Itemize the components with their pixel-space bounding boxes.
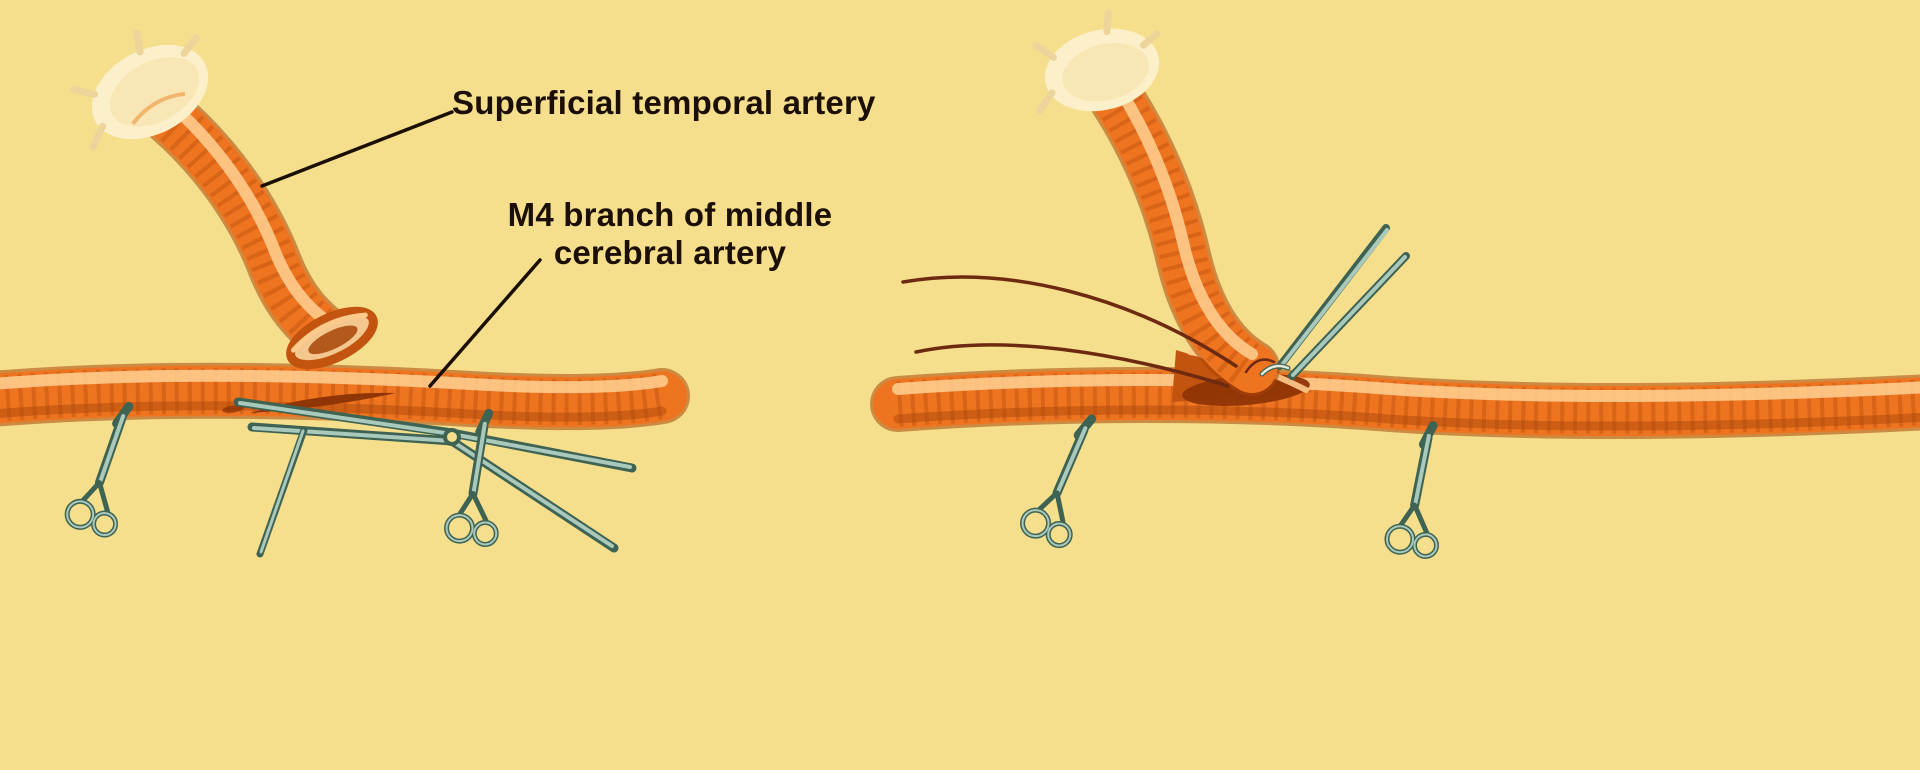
suture-needle-icon bbox=[256, 426, 308, 558]
mca-vessel-right bbox=[870, 367, 1920, 439]
mca-vessel-left bbox=[0, 362, 690, 431]
left-panel bbox=[0, 29, 690, 558]
leader-line-m4 bbox=[428, 258, 542, 388]
temporary-clip bbox=[1379, 426, 1442, 559]
sta-cut-end bbox=[286, 306, 378, 370]
suture-threads bbox=[901, 275, 1276, 388]
temporary-clip bbox=[1020, 411, 1092, 547]
label-m4-branch: M4 branch of middle cerebral artery bbox=[480, 196, 860, 273]
sta-artery-left bbox=[118, 70, 356, 364]
label-m4-line2: cerebral artery bbox=[553, 234, 787, 272]
sta-frayed-end-right bbox=[1032, 9, 1161, 114]
microscissors-icon bbox=[233, 397, 637, 553]
sta-artery-right bbox=[1072, 46, 1280, 396]
leader-line-sta bbox=[260, 110, 454, 188]
label-superficial-temporal-artery: Superficial temporal artery bbox=[452, 84, 876, 121]
right-panel bbox=[870, 9, 1920, 559]
needle-forceps-icon bbox=[1259, 224, 1410, 380]
temporary-clip bbox=[66, 403, 129, 536]
label-m4-line1: M4 branch of middle bbox=[507, 196, 833, 233]
sta-frayed-end-left bbox=[70, 29, 209, 151]
